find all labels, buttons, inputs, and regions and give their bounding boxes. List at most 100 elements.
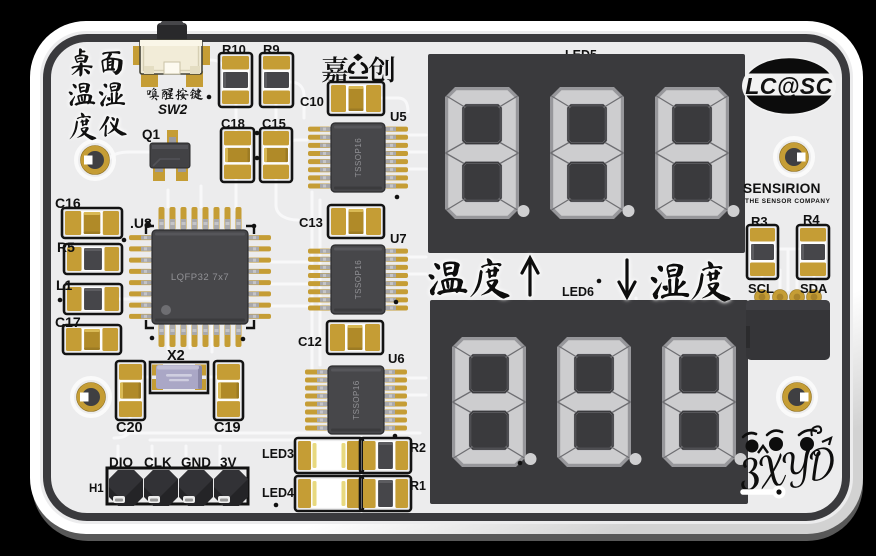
label-q1: Q1 <box>142 127 161 142</box>
board-title-row1 <box>71 48 123 77</box>
chip-u8: LQFP32 7x7 <box>129 207 271 347</box>
signature-text <box>741 447 834 491</box>
header-pin-label: DIO <box>109 455 133 470</box>
resistor-r2 <box>358 436 413 475</box>
chip-u5: TSSOP16 <box>308 122 408 193</box>
seven-seg-digit <box>452 337 526 467</box>
chip-u7: TSSOP16 <box>308 244 408 315</box>
header-housing <box>109 470 143 506</box>
label-u7: U7 <box>390 231 407 246</box>
label-r2: R2 <box>410 441 426 455</box>
decimal-point <box>622 205 635 217</box>
up-arrow-icon <box>520 254 540 297</box>
label-r3: R3 <box>751 214 768 229</box>
capacitor-c15 <box>258 126 294 184</box>
doodle-eyes-icon <box>741 425 833 457</box>
label-c17: C17 <box>55 314 81 330</box>
jlc-brand-right <box>368 56 395 83</box>
jlc-logo-mark <box>347 53 369 79</box>
signature-doodle <box>740 425 834 499</box>
decimal-point <box>629 453 642 465</box>
label-led4: LED4 <box>262 486 294 500</box>
jlc-brand-logo <box>322 53 395 83</box>
capacitor-c17 <box>61 323 123 356</box>
sensirion-wordmark: SENSIRION <box>743 181 821 196</box>
chip-u6: TSSOP16 <box>305 365 407 435</box>
inductor-l1 <box>62 282 124 316</box>
led-led4 <box>293 474 365 513</box>
capacitor-c12 <box>325 319 385 356</box>
decimal-point <box>727 205 740 217</box>
mounting-hole <box>776 376 818 418</box>
seven-seg-digit <box>557 337 631 467</box>
label-u5: U5 <box>390 109 407 124</box>
resistor-r4 <box>795 223 831 281</box>
decimal-point <box>524 453 537 465</box>
seven-seg-digit <box>445 87 519 219</box>
resistor-r5 <box>62 242 124 276</box>
seven-seg-digit <box>550 87 624 219</box>
display-led6 <box>430 300 748 504</box>
board-title-row3 <box>69 112 127 141</box>
silkscreen-dots <box>57 94 602 508</box>
label-c13: C13 <box>299 215 323 230</box>
label-c10: C10 <box>300 94 324 109</box>
svg-text:TSSOP16: TSSOP16 <box>352 380 361 420</box>
seven-seg-digit <box>662 337 736 467</box>
down-arrow-icon <box>617 258 637 301</box>
label-l1: L1 <box>56 277 73 293</box>
pin-header-h1 <box>105 466 250 506</box>
label-c18: C18 <box>221 116 245 131</box>
switch-sw2 <box>133 21 210 87</box>
capacitor-c13 <box>326 203 386 240</box>
label-r10: R10 <box>222 42 246 57</box>
header-pin-label: 3V <box>220 455 237 470</box>
label-led6: LED6 <box>562 285 594 299</box>
label-c15: C15 <box>262 116 286 131</box>
mounting-hole <box>70 376 112 418</box>
mounting-hole <box>773 136 815 178</box>
resistor-r9 <box>258 51 295 109</box>
label-sda: SDA <box>800 281 828 296</box>
seven-seg-digit <box>655 87 729 219</box>
sensirion-tagline: THE SENSOR COMPANY <box>745 198 831 205</box>
header-pin-label: GND <box>181 455 211 470</box>
board-title-row2 <box>68 82 126 107</box>
crystal-x2 <box>148 360 210 395</box>
svg-text:LQFP32 7x7: LQFP32 7x7 <box>171 272 229 283</box>
capacitor-c20 <box>114 359 147 422</box>
label-x2: X2 <box>167 348 185 364</box>
label-u8: .U8 <box>130 215 152 231</box>
mounting-hole <box>74 139 116 181</box>
silkscreen-frame <box>43 34 850 521</box>
label-led3: LED3 <box>262 447 294 461</box>
label-sw2: SW2 <box>158 102 188 117</box>
label-scl: SCL <box>748 281 774 296</box>
svg-text:TSSOP16: TSSOP16 <box>354 260 363 300</box>
svg-text:TSSOP16: TSSOP16 <box>354 138 363 178</box>
header-housing <box>144 470 178 506</box>
header-pin-label: CLK <box>144 455 172 470</box>
label-u6: U6 <box>388 351 405 366</box>
label-c20: C20 <box>116 420 143 436</box>
capacitor-c16 <box>60 206 124 240</box>
header-housing <box>214 470 248 506</box>
resistor-r3 <box>745 223 780 281</box>
label-r5: R5 <box>57 239 75 255</box>
label-h1: H1 <box>89 483 104 495</box>
wake-button-label <box>146 87 204 101</box>
jlc-brand-left <box>322 56 348 83</box>
capacitor-c19 <box>212 359 245 422</box>
led-led3 <box>293 436 365 475</box>
display-led5 <box>428 54 745 253</box>
lcsc-logo: LC@SC <box>742 56 836 116</box>
temp-label <box>428 258 510 299</box>
label-c19: C19 <box>214 420 241 436</box>
center-labels <box>428 254 731 302</box>
label-c12: C12 <box>298 334 322 349</box>
capacitor-c10 <box>326 80 386 117</box>
label-r4: R4 <box>803 212 820 227</box>
humidity-label <box>650 261 731 302</box>
label-r9: R9 <box>263 42 280 57</box>
label-r1: R1 <box>410 479 426 493</box>
